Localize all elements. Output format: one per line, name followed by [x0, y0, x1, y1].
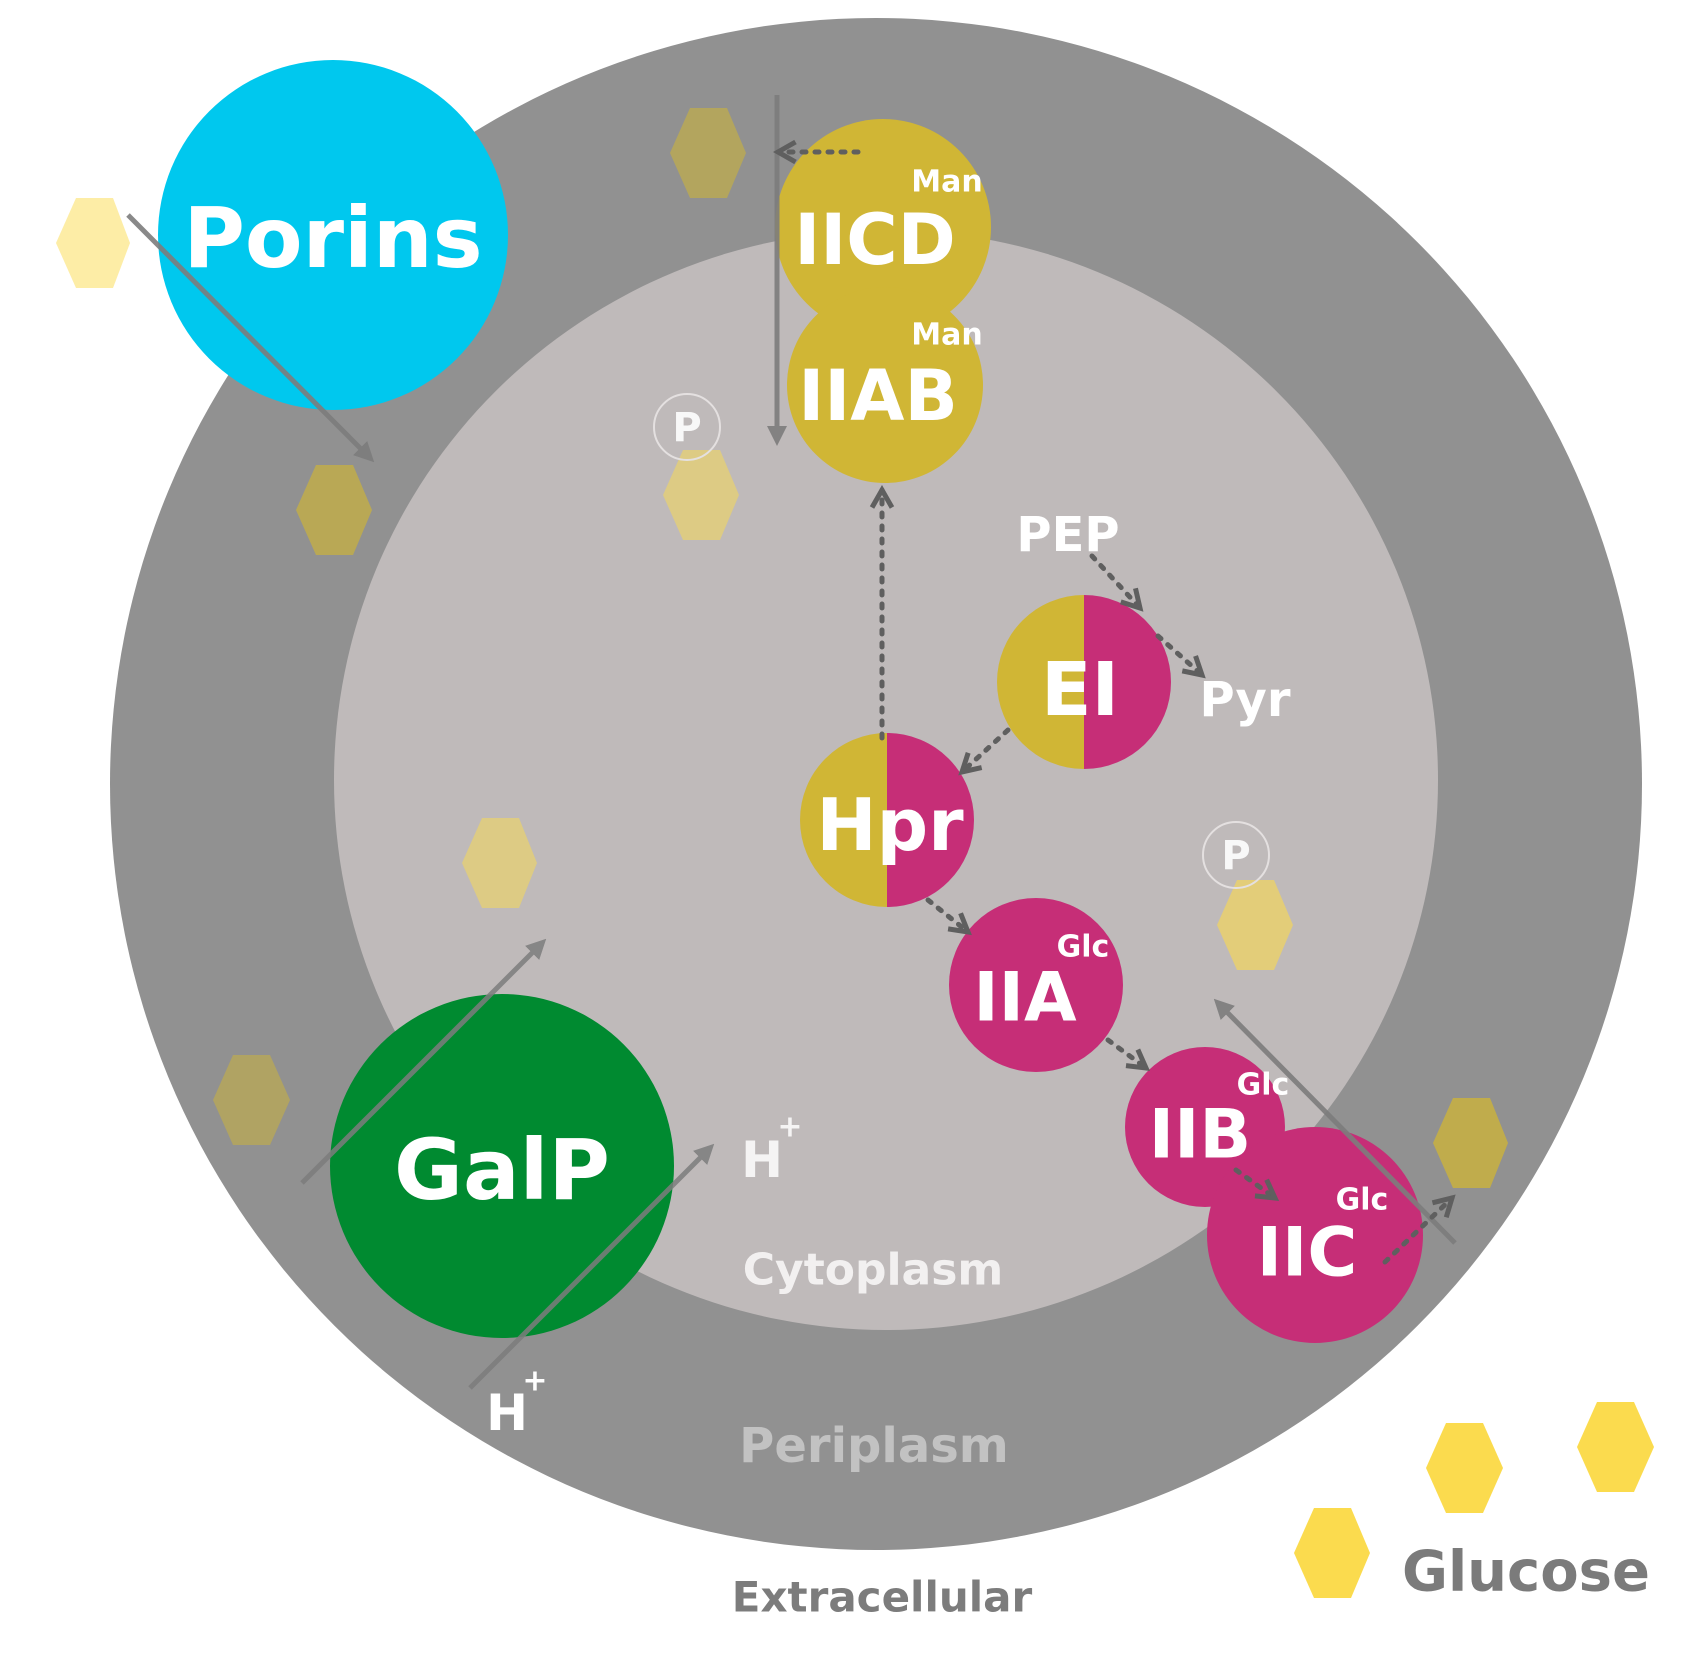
iic-label: IIC: [1257, 1214, 1358, 1293]
proton-charge: +: [777, 1110, 802, 1145]
glucose-hexagon: [56, 198, 130, 288]
iia-to-iib-arrow: [1105, 1037, 1151, 1071]
extracellular-label: Extracellular: [732, 1573, 1033, 1622]
glucose-hexagon: [213, 1055, 290, 1145]
pep-label: PEP: [1016, 507, 1119, 563]
iiab-superscript: Man: [911, 318, 982, 353]
proton-charge: +: [522, 1364, 547, 1399]
iiab-man-protein: [787, 287, 983, 483]
iic-transport-arrow: [1213, 998, 1457, 1245]
iib-label: IIB: [1149, 1096, 1251, 1175]
iicd-label: IICD: [794, 199, 956, 281]
galp-proton-arrow: [468, 1143, 715, 1390]
glucose-hexagon: [1294, 1508, 1370, 1598]
iic-to-glucose-arrow: [1382, 1194, 1456, 1265]
iiab-label: IIAB: [798, 355, 958, 437]
glucose-hexagon: [670, 108, 746, 198]
iia-label: IIA: [973, 959, 1077, 1038]
phosphate-label: P: [672, 405, 701, 451]
hpr-label: Hpr: [816, 783, 964, 867]
iia-superscript: Glc: [1057, 930, 1110, 965]
porins-protein: [158, 60, 508, 410]
proton-label: H: [486, 1384, 528, 1442]
porins-label: Porins: [183, 189, 482, 287]
iicd-superscript: Man: [911, 165, 982, 200]
galp-label: GalP: [394, 1121, 610, 1219]
iib-to-iic-arrow: [1233, 1167, 1280, 1201]
glucose-legend-label: Glucose: [1402, 1540, 1650, 1605]
iic-superscript: Glc: [1336, 1183, 1389, 1218]
glucose-hexagon: [296, 465, 372, 555]
ei-to-hpr-arrow: [958, 727, 1011, 776]
phosphate-label: P: [1221, 833, 1250, 879]
ei-to-pyr-arrow: [1155, 633, 1206, 679]
phosphate-marker: [1202, 821, 1270, 889]
ei-label: EI: [1041, 647, 1119, 733]
iib-superscript: Glc: [1237, 1068, 1290, 1103]
glucose-hexagon: [1217, 880, 1293, 970]
glucose-hexagon: [1433, 1098, 1508, 1188]
pyr-label: Pyr: [1199, 672, 1290, 728]
periplasm-label: Periplasm: [739, 1418, 1009, 1474]
glucose-hexagon: [663, 450, 739, 540]
glucose-hexagon: [1577, 1402, 1654, 1492]
pep-to-ei-arrow: [1089, 553, 1144, 612]
galp-glucose-arrow: [300, 938, 547, 1185]
cytoplasm-label: Cytoplasm: [743, 1245, 1004, 1296]
hpr-to-iia-arrow: [925, 897, 972, 936]
glucose-hexagon: [1426, 1423, 1503, 1513]
iia-glc-protein: [949, 898, 1123, 1072]
proton-label: H: [741, 1131, 783, 1189]
glucose-hexagon: [462, 818, 537, 908]
phosphate-marker: [653, 393, 721, 461]
galp-protein: [330, 994, 674, 1338]
porin-transport-arrow: [126, 213, 375, 463]
iicd-man-protein: [775, 119, 991, 335]
